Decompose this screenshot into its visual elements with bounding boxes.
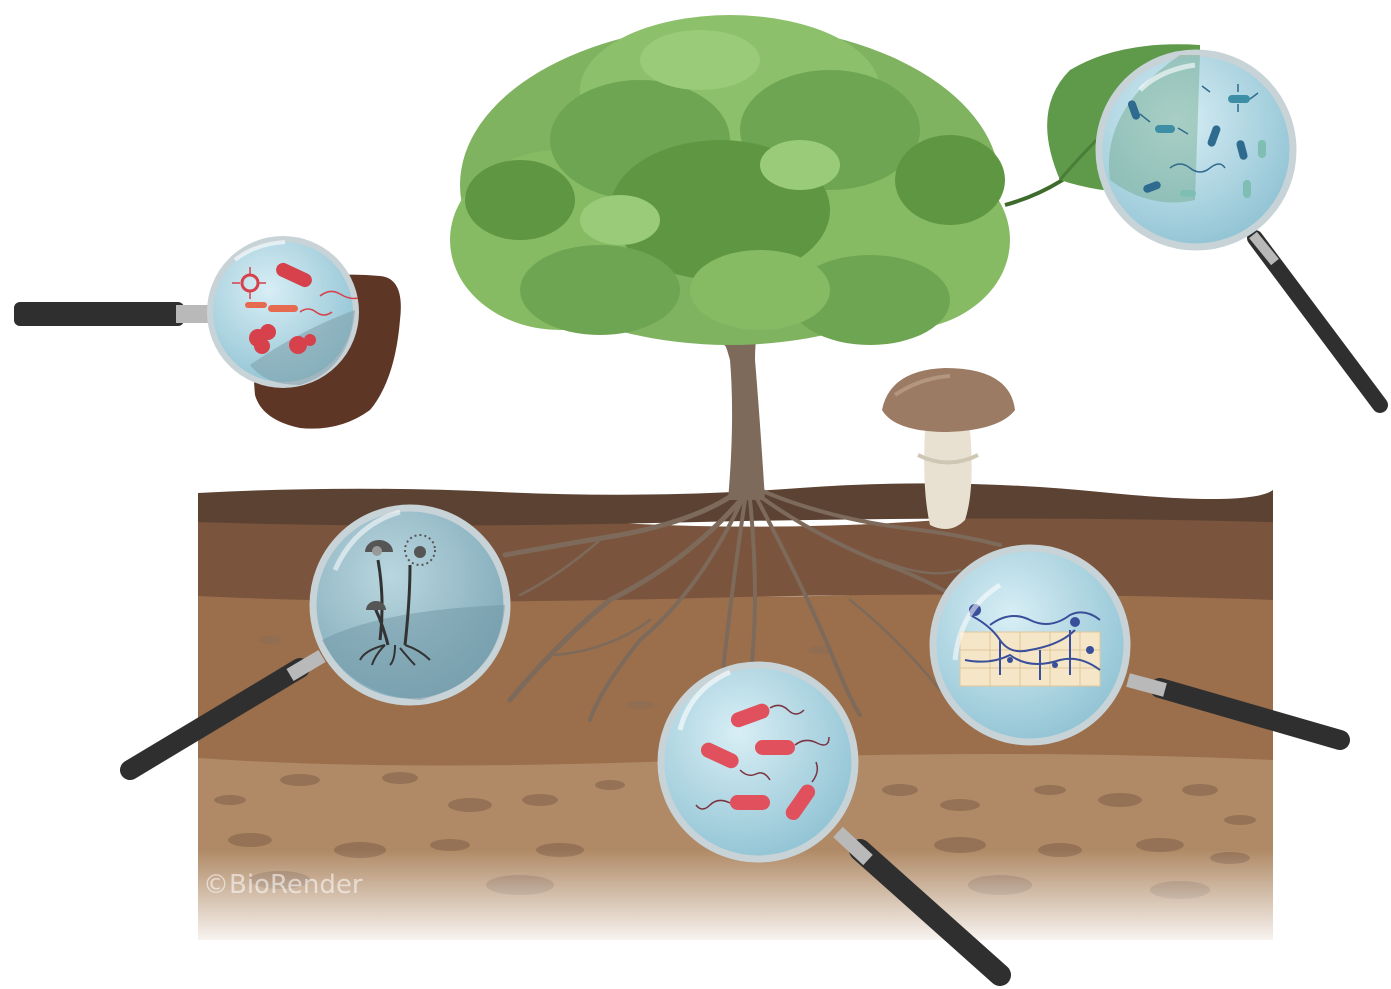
watermark-text: ©BioRender: [203, 870, 363, 900]
leaf-microbiome-panel: [1005, 44, 1380, 405]
magnifying-glass-icon: [1099, 53, 1380, 405]
tree-canopy: [450, 15, 1010, 345]
magnifying-glass-icon: [14, 239, 358, 385]
soil-fade: [190, 850, 1280, 950]
liver-microbiome-panel: [14, 239, 401, 429]
